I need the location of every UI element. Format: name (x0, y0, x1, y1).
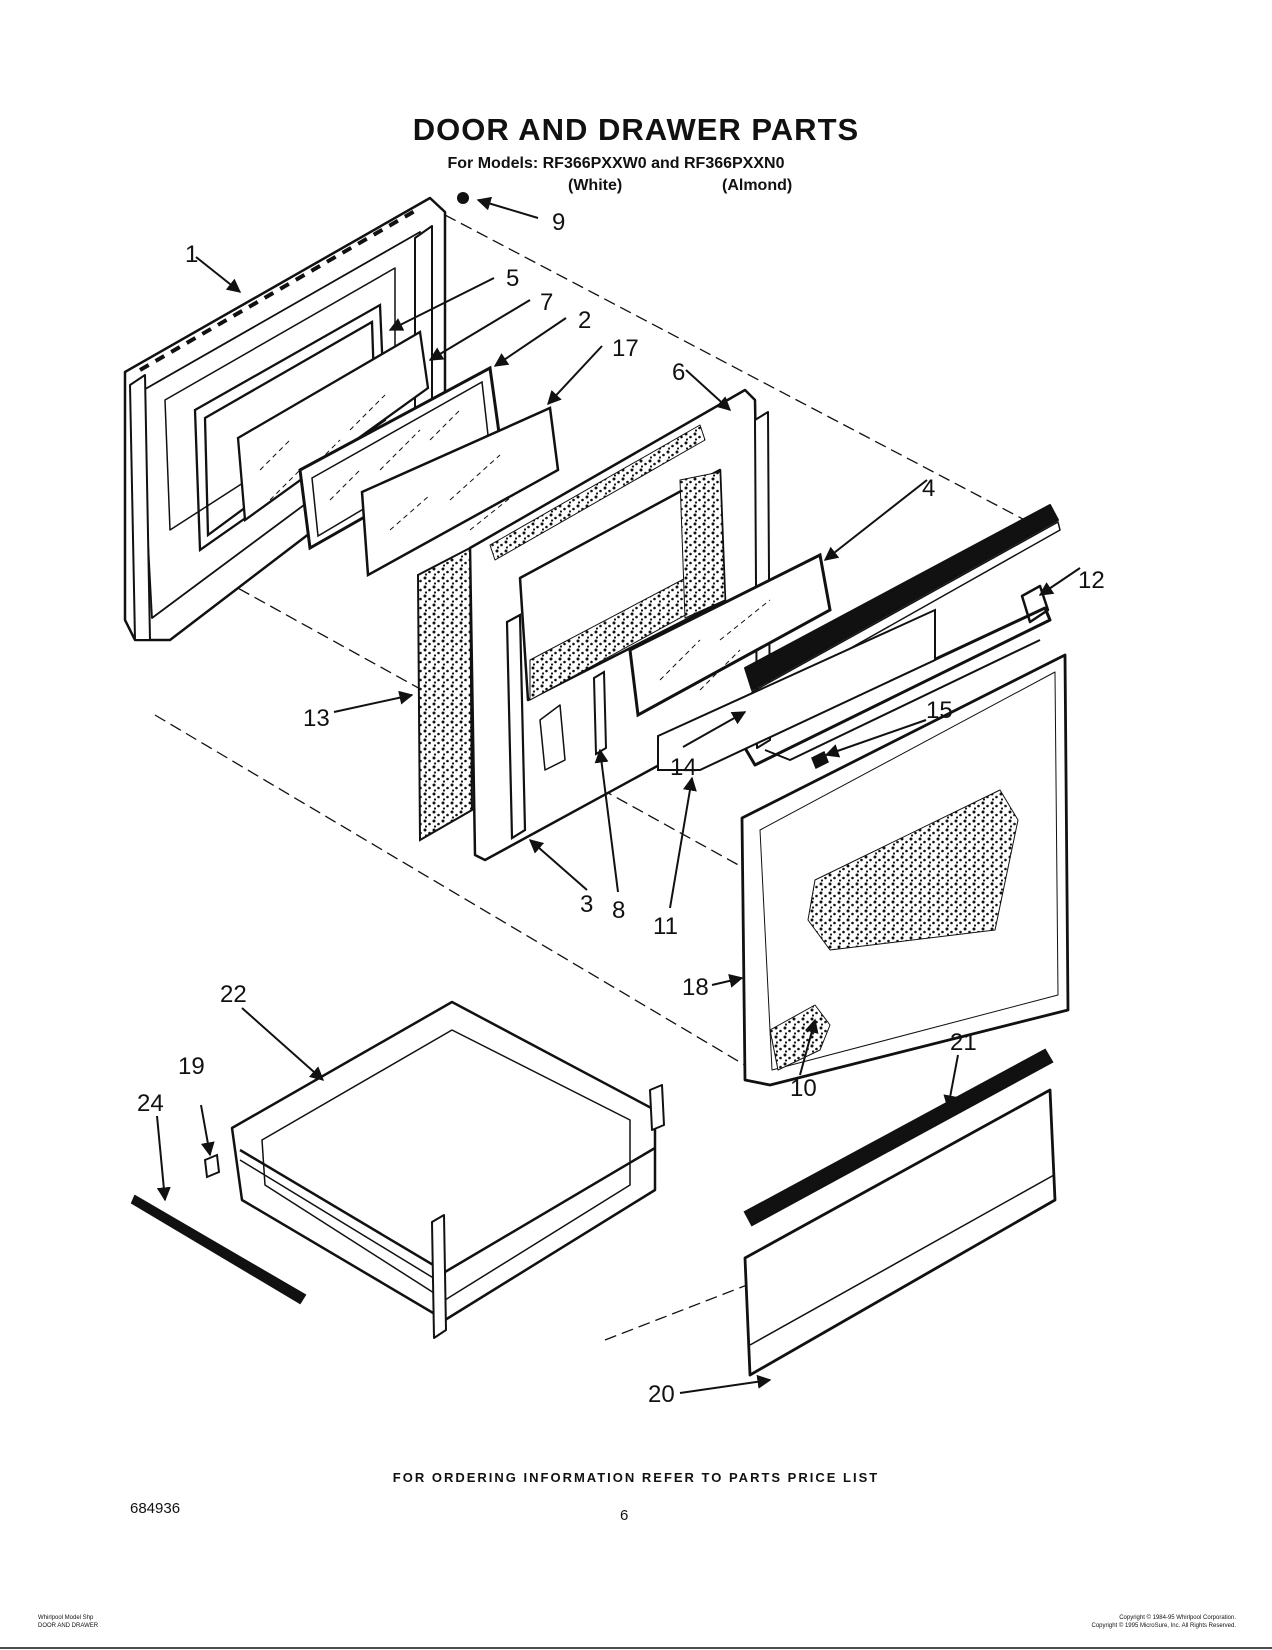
footer-left-line1: Whirlpool Model Shp (38, 1615, 94, 1621)
callout-2: 2 (578, 307, 591, 334)
callout-13: 13 (303, 705, 330, 732)
callout-17: 17 (612, 335, 639, 362)
callout-labels: 1 9 5 7 2 17 6 4 12 15 14 13 3 8 11 18 1… (137, 209, 1105, 1408)
drawer-box (230, 1000, 665, 1339)
door-side-channel (505, 613, 527, 840)
callout-7: 7 (540, 289, 553, 316)
callout-10: 10 (790, 1075, 817, 1102)
drawer-glide (203, 1153, 221, 1179)
footer-left-line2: DOOR AND DRAWER (38, 1623, 99, 1629)
callout-19: 19 (178, 1053, 205, 1080)
drawer-front-panel (743, 1088, 1057, 1377)
callout-22: 22 (220, 981, 247, 1008)
model-subtitle: For Models: RF366PXXW0 and RF366PXXN0 (447, 155, 785, 172)
callout-21: 21 (950, 1029, 977, 1056)
ordering-note: FOR ORDERING INFORMATION REFER TO PARTS … (392, 1470, 880, 1485)
page-number: 6 (620, 1507, 629, 1524)
alignment-lines (154, 214, 1041, 1341)
handle-clip (811, 750, 829, 770)
outer-door-glass (628, 552, 832, 718)
copyright-line1: Copyright © 1984-95 Whirlpool Corporatio… (1119, 1615, 1236, 1621)
callout-11: 11 (653, 913, 678, 940)
drawer-rail (130, 1194, 307, 1305)
middle-door-glass (360, 406, 560, 578)
inner-door-panel (468, 388, 771, 862)
door-screw (457, 192, 469, 204)
callout-12: 12 (1078, 567, 1105, 594)
door-insulation (416, 546, 474, 842)
copyright-line2: Copyright © 1995 MicroSure, Inc. All Rig… (1091, 1623, 1236, 1629)
callout-1: 1 (185, 241, 198, 268)
figure-number: 684936 (130, 1500, 181, 1517)
callout-6: 6 (672, 359, 685, 386)
callout-20: 20 (648, 1381, 675, 1408)
outer-door-panel (740, 653, 1070, 1087)
callout-9: 9 (552, 209, 565, 236)
variant-white-label: (White) (568, 177, 623, 194)
callout-15: 15 (926, 697, 953, 724)
page-title: DOOR AND DRAWER PARTS (412, 112, 860, 147)
door-handle (743, 584, 1052, 767)
callout-14: 14 (670, 754, 697, 781)
glass-retainer-bracket (592, 670, 608, 756)
vent-baffle (657, 608, 936, 771)
variant-almond-label: (Almond) (722, 177, 793, 194)
callout-24: 24 (137, 1090, 164, 1117)
callout-5: 5 (506, 265, 519, 292)
callout-leader-lines (156, 196, 1081, 1394)
callout-3: 3 (580, 891, 593, 918)
copyright-notice: Copyright © 1984-95 Whirlpool Corporatio… (1092, 1614, 1236, 1630)
callout-8: 8 (612, 897, 625, 924)
callout-4: 4 (922, 475, 935, 502)
footer-left: Whirlpool Model Shp DOOR AND DRAWER (38, 1614, 98, 1630)
callout-18: 18 (682, 974, 709, 1001)
